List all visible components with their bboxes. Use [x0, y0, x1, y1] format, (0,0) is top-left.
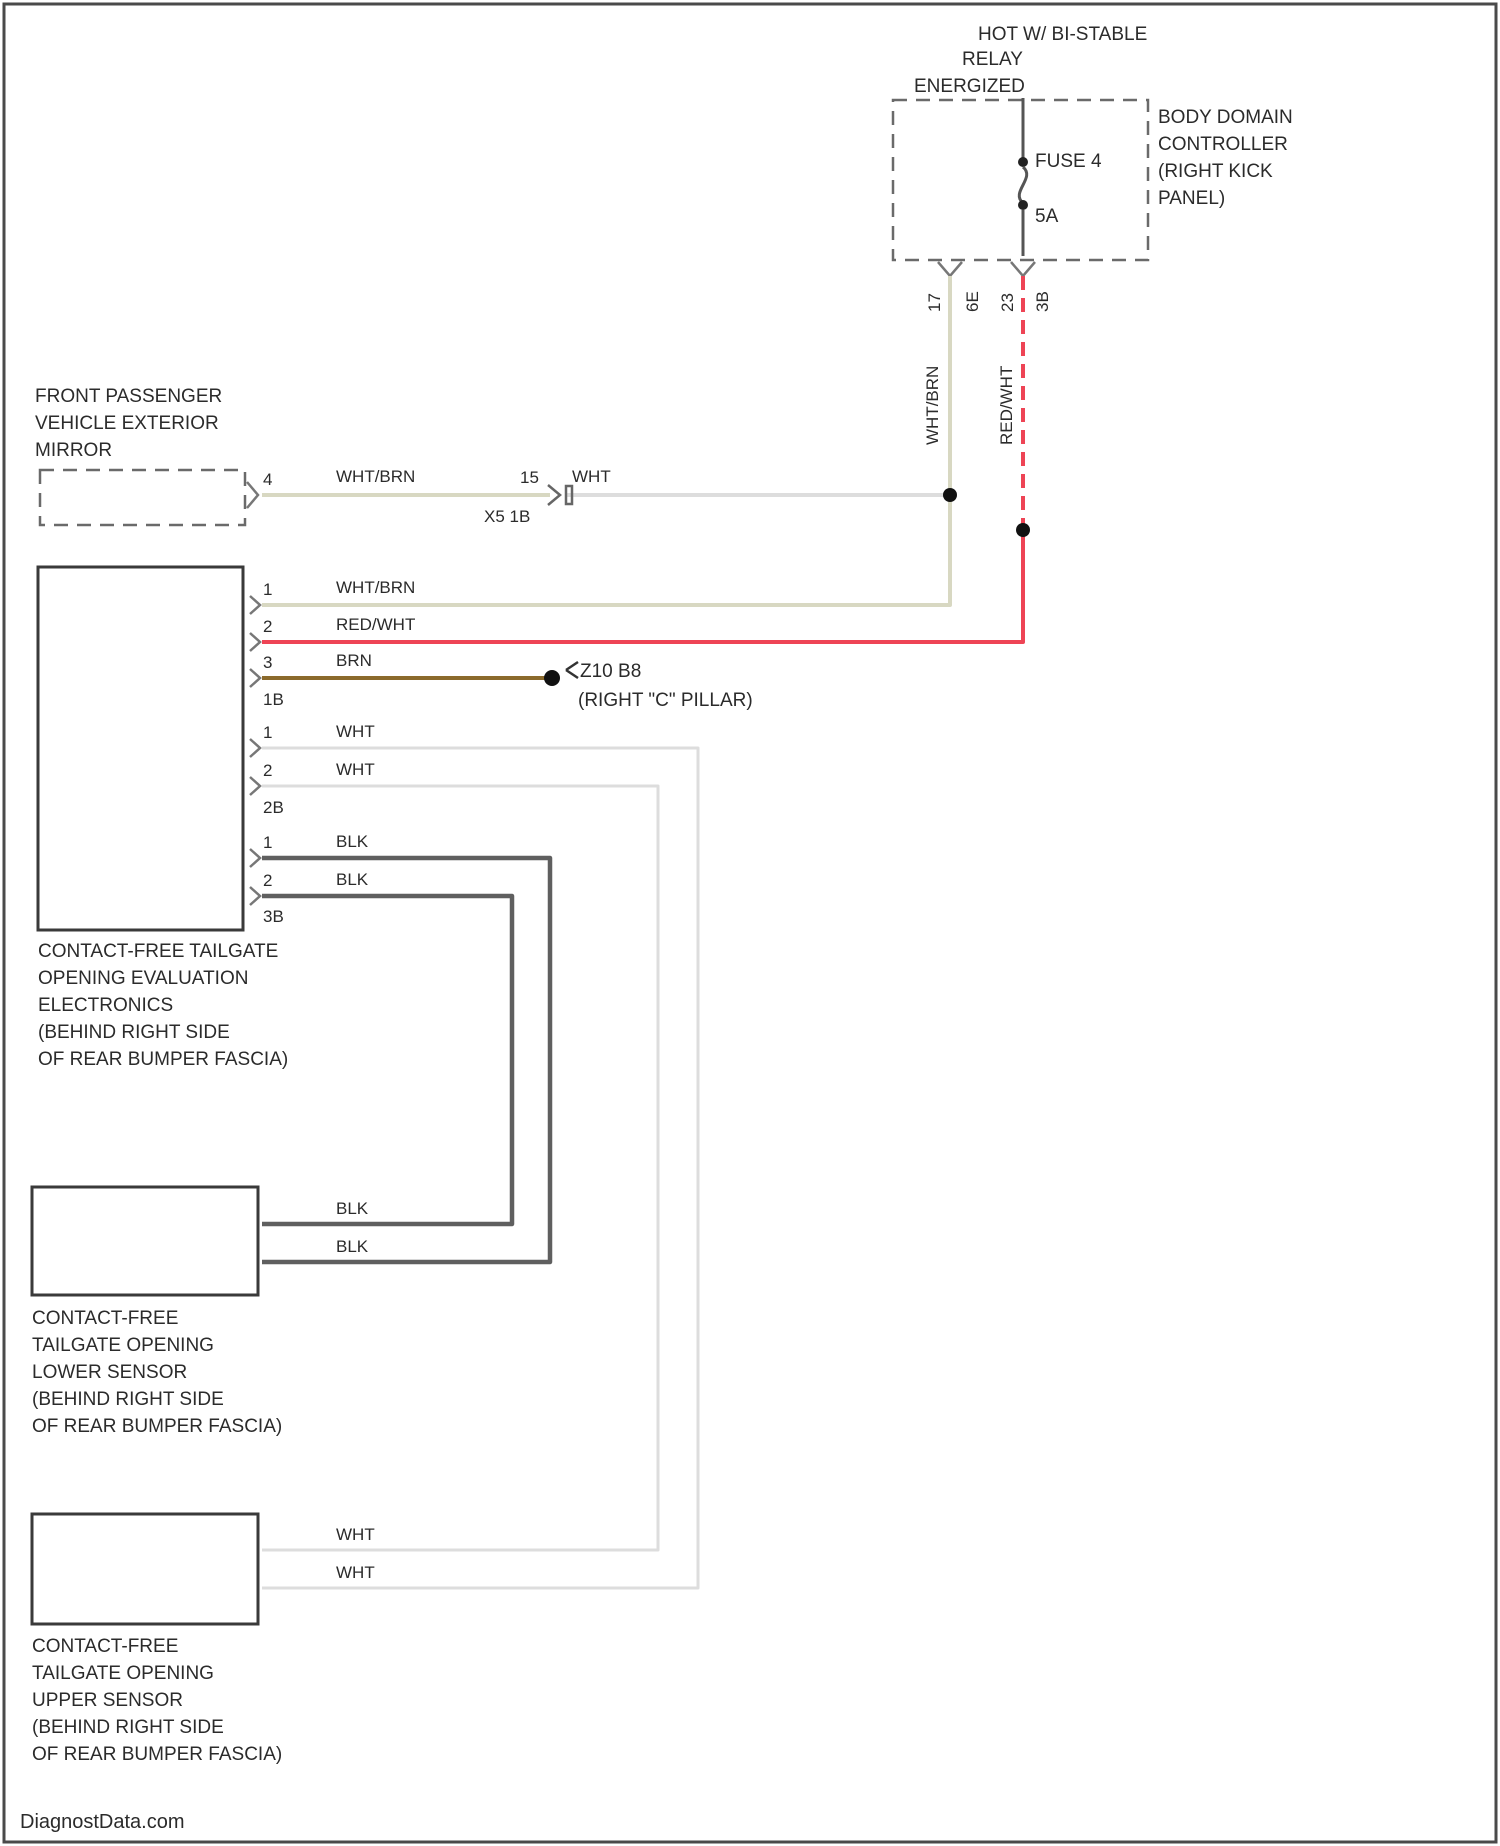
eval-chevron-3b-1 — [250, 849, 260, 867]
ground-id: Z10 B8 — [580, 661, 641, 682]
mirror-name-line-2: VEHICLE EXTERIOR — [35, 413, 219, 434]
lower-sensor-wire-label: BLK — [336, 1199, 369, 1218]
mirror-pin: 4 — [263, 470, 272, 489]
eval-name-line-4: (BEHIND RIGHT SIDE — [38, 1022, 230, 1043]
mirror-wire-label: WHT/BRN — [336, 467, 415, 486]
inline-connector-pin: 15 — [520, 468, 539, 487]
eval-chevron-1b-2 — [250, 633, 260, 651]
eval-chevron-3b-2 — [250, 887, 260, 905]
lower-sensor-name-line-5: OF REAR BUMPER FASCIA) — [32, 1416, 282, 1437]
wire-wht-2b-1 — [262, 748, 698, 1588]
upper-sensor-box — [32, 1514, 258, 1624]
mirror-dashed-box — [40, 470, 245, 525]
eval-chevron-2b-2 — [250, 777, 260, 795]
fuse-symbol — [1019, 167, 1027, 203]
upper-sensor-name-line-3: UPPER SENSOR — [32, 1690, 183, 1711]
bdc-connector-chevron-1 — [938, 262, 962, 276]
fuse-terminal-top — [1018, 157, 1028, 167]
ground-location: (RIGHT "C" PILLAR) — [578, 690, 753, 711]
upper-sensor-name-line-1: CONTACT-FREE — [32, 1636, 178, 1657]
wire-wht-2b-2 — [262, 786, 658, 1550]
bdc-connector-chevron-2 — [1011, 262, 1035, 276]
eval-connector-2b: 2B — [263, 798, 284, 817]
eval-name-line-5: OF REAR BUMPER FASCIA) — [38, 1049, 288, 1070]
eval-pin: 2 — [263, 617, 272, 636]
wire-wht-brn-bdc — [262, 276, 950, 605]
bdc-name-line-4: PANEL) — [1158, 188, 1225, 209]
bdc-name-line-2: CONTROLLER — [1158, 134, 1288, 155]
evaluation-electronics-box — [38, 567, 243, 930]
eval-wire-label: BLK — [336, 832, 369, 851]
eval-pin: 1 — [263, 833, 272, 852]
eval-pin: 3 — [263, 653, 272, 672]
fuse-label: FUSE 4 — [1035, 151, 1102, 172]
inline-connector-wire-right: WHT — [572, 467, 611, 486]
eval-wire-label: BRN — [336, 651, 372, 670]
lower-sensor-name-line-4: (BEHIND RIGHT SIDE — [32, 1389, 224, 1410]
fuse-terminal-bottom — [1018, 200, 1028, 210]
eval-chevron-1b-1 — [250, 596, 260, 614]
eval-name-line-3: ELECTRONICS — [38, 995, 173, 1016]
inline-connector-id: X5 1B — [484, 507, 530, 526]
mirror-connector-chevron — [247, 482, 258, 508]
front-passenger-mirror: FRONT PASSENGER VEHICLE EXTERIOR MIRROR … — [35, 386, 415, 525]
hot-label-line-2: RELAY — [962, 49, 1023, 70]
bdc-connector-6e: 6E — [963, 291, 982, 312]
upper-sensor-name-line-2: TAILGATE OPENING — [32, 1663, 214, 1684]
upper-sensor: WHT WHT CONTACT-FREE TAILGATE OPENING UP… — [32, 1514, 375, 1765]
splice-red-wht — [1016, 523, 1030, 537]
eval-pin: 2 — [263, 871, 272, 890]
lower-sensor-wire-label: BLK — [336, 1237, 369, 1256]
upper-sensor-name-line-5: OF REAR BUMPER FASCIA) — [32, 1744, 282, 1765]
upper-sensor-name-line-4: (BEHIND RIGHT SIDE — [32, 1717, 224, 1738]
lower-sensor-name-line-1: CONTACT-FREE — [32, 1308, 178, 1329]
eval-chevron-1b-3 — [250, 669, 260, 687]
eval-pin: 2 — [263, 761, 272, 780]
bdc-dashed-outline — [893, 100, 1148, 260]
eval-name-line-2: OPENING EVALUATION — [38, 968, 248, 989]
eval-wire-label: WHT — [336, 722, 375, 741]
eval-connector-3b: 3B — [263, 907, 284, 926]
eval-wire-label: BLK — [336, 870, 369, 889]
lower-sensor-name-line-2: TAILGATE OPENING — [32, 1335, 214, 1356]
ground-dot — [544, 670, 560, 686]
fuse-rating: 5A — [1035, 206, 1059, 227]
eval-wire-label: WHT — [336, 760, 375, 779]
eval-pin: 1 — [263, 580, 272, 599]
wire-blk-3b-1 — [262, 858, 550, 1262]
wire-blk-3b-2 — [262, 896, 512, 1224]
splice-wht-brn — [943, 488, 957, 502]
bdc-wire-wht-brn-label: WHT/BRN — [923, 366, 942, 445]
eval-connector-1b: 1B — [263, 690, 284, 709]
eval-wire-label: RED/WHT — [336, 615, 415, 634]
upper-sensor-wire-label: WHT — [336, 1563, 375, 1582]
bdc-wire-red-wht-label: RED/WHT — [997, 366, 1016, 445]
eval-pin: 1 — [263, 723, 272, 742]
body-domain-controller: HOT W/ BI-STABLE RELAY ENERGIZED BODY DO… — [893, 24, 1293, 445]
ground-arrow-icon — [566, 662, 578, 678]
bdc-pin-23: 23 — [998, 293, 1017, 312]
mirror-name-line-3: MIRROR — [35, 440, 112, 461]
bdc-pin-17: 17 — [925, 293, 944, 312]
eval-name-line-1: CONTACT-FREE TAILGATE — [38, 941, 278, 962]
hot-label-line-3: ENERGIZED — [914, 76, 1025, 97]
bdc-name-line-1: BODY DOMAIN — [1158, 107, 1293, 128]
eval-wire-label: WHT/BRN — [336, 578, 415, 597]
mirror-name-line-1: FRONT PASSENGER — [35, 386, 222, 407]
bdc-connector-3b: 3B — [1033, 291, 1052, 312]
lower-sensor-box — [32, 1187, 258, 1295]
eval-chevron-2b-1 — [250, 739, 260, 757]
hot-label-line-1: HOT W/ BI-STABLE — [978, 24, 1147, 45]
upper-sensor-wire-label: WHT — [336, 1525, 375, 1544]
lower-sensor-name-line-3: LOWER SENSOR — [32, 1362, 187, 1383]
footer-credit[interactable]: DiagnostData.com — [20, 1811, 185, 1833]
bdc-name-line-3: (RIGHT KICK — [1158, 161, 1273, 182]
